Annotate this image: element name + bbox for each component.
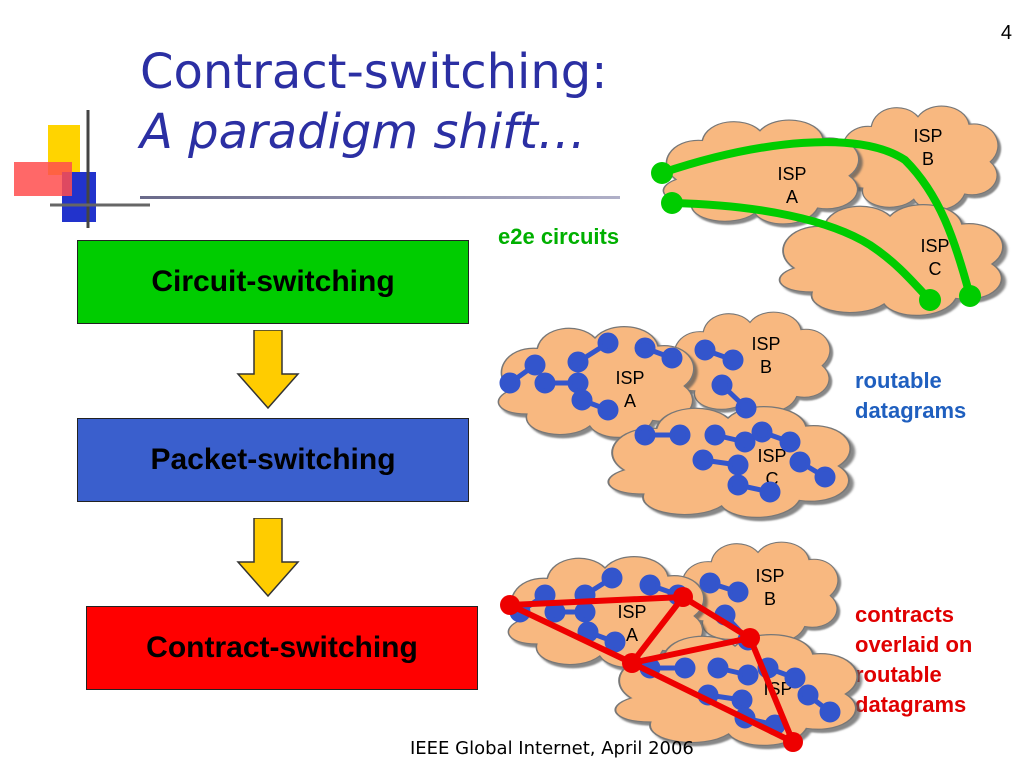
contract-switching-box: Contract-switching	[86, 606, 478, 690]
isp-b-cloud	[839, 105, 999, 211]
circuit-path	[660, 138, 974, 298]
isp-a-name: ISP	[617, 602, 646, 622]
title-underline	[140, 196, 620, 199]
isp-b-cloud	[679, 541, 839, 643]
isp-a-letter: A	[786, 187, 798, 207]
circuit-endpoint	[661, 192, 683, 214]
routable-datagrams-label: routable datagrams	[855, 366, 966, 426]
isp-a-letter: A	[626, 625, 638, 645]
circuit-endpoint	[919, 289, 941, 311]
isp-c-letter: C	[929, 259, 942, 279]
down-arrow-icon	[236, 518, 300, 598]
caption-line: datagrams	[855, 398, 967, 423]
isp-b-letter: B	[760, 357, 772, 377]
isp-b-letter: B	[764, 589, 776, 609]
title-line-1: Contract-switching:	[140, 44, 608, 100]
isp-b-letter: B	[922, 149, 934, 169]
caption-line: datagrams	[855, 692, 967, 717]
isp-b-cloud	[671, 311, 831, 413]
caption-line: overlaid on	[855, 632, 973, 657]
circuit-endpoint	[651, 162, 673, 184]
isp-a-letter: A	[624, 391, 636, 411]
circuit-diagram: ISP B ISP A ISP C	[651, 105, 1004, 317]
title-line-2: A paradigm shift…	[140, 104, 586, 160]
contract-links	[508, 594, 796, 745]
contracts-overlaid-label: contracts overlaid on routable datagrams	[855, 600, 972, 720]
caption-line: routable	[855, 662, 942, 687]
e2e-circuits-label: e2e circuits	[498, 224, 620, 249]
contract-diagram: ISP B ISP A ISP	[500, 541, 859, 752]
circuit-switching-box: Circuit-switching	[77, 240, 469, 324]
packet-diagram: ISP B ISP A ISP C	[497, 311, 852, 519]
contract-nodes	[500, 587, 803, 752]
down-arrow-icon	[236, 330, 300, 410]
isp-b-name: ISP	[913, 126, 942, 146]
page-title: Contract-switching: A paradigm shift…	[140, 42, 607, 162]
isp-a-name: ISP	[615, 368, 644, 388]
circuit-path	[671, 199, 933, 303]
slide-number: 4	[1000, 22, 1012, 44]
isp-a-name: ISP	[777, 164, 806, 184]
isp-c-name: ISP	[920, 236, 949, 256]
circuit-endpoint	[959, 285, 981, 307]
footer-text: IEEE Global Internet, April 2006	[410, 738, 694, 759]
packet-switching-box: Packet-switching	[77, 418, 469, 502]
isp-c-name: ISP	[757, 446, 786, 466]
caption-line: routable	[855, 368, 942, 393]
title-decoration	[14, 110, 150, 228]
isp-b-name: ISP	[755, 566, 784, 586]
caption-line: contracts	[855, 602, 955, 627]
datagram-links	[499, 332, 836, 503]
isp-b-name: ISP	[751, 334, 780, 354]
